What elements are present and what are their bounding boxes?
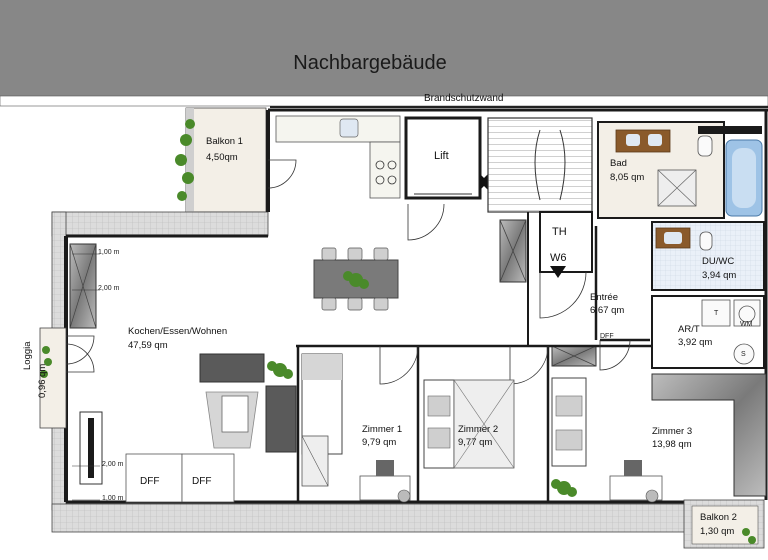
lift-label: Lift bbox=[434, 150, 449, 162]
neighbor-building bbox=[0, 0, 768, 96]
washing-machine-label: WM bbox=[740, 321, 753, 328]
art-area: 3,92 qm bbox=[678, 337, 713, 348]
bad-name: Bad bbox=[610, 158, 627, 169]
bad-area: 8,05 qm bbox=[610, 172, 645, 183]
balkon1-name: Balkon 1 bbox=[206, 136, 243, 147]
neighbor-building-label: Nachbargebäude bbox=[293, 52, 447, 74]
dimension-label: 2,00 m bbox=[102, 461, 124, 468]
loggia-area: 0,96 qm bbox=[37, 363, 48, 398]
balkon1-area: 4,50qm bbox=[206, 152, 238, 163]
zimmer2-area: 9,77 qm bbox=[458, 437, 493, 448]
dff-window-label: DFF bbox=[600, 333, 614, 340]
dimension-label: 2,00 m bbox=[98, 285, 120, 292]
art-name: AR/T bbox=[678, 324, 700, 335]
w6-label: W6 bbox=[550, 252, 567, 264]
zimmer3-name: Zimmer 3 bbox=[652, 426, 693, 437]
duwc-name: DU/WC bbox=[702, 256, 735, 267]
tumble-dryer-label: T bbox=[714, 310, 719, 317]
wohnen-area: 47,59 qm bbox=[128, 340, 168, 351]
zimmer2-name: Zimmer 2 bbox=[458, 424, 499, 435]
dff-window-label: DFF bbox=[140, 476, 160, 487]
zimmer3-area: 13,98 qm bbox=[652, 439, 692, 450]
dff-window-label: DFF bbox=[192, 476, 212, 487]
dimension-label: 1,00 m bbox=[102, 495, 124, 502]
dimension-label: 1,00 m bbox=[98, 249, 120, 256]
entree-name: Entrée bbox=[590, 292, 618, 303]
duwc-area: 3,94 qm bbox=[702, 270, 737, 281]
zimmer1-area: 9,79 qm bbox=[362, 437, 397, 448]
firewall-label: Brandschutzwand bbox=[424, 93, 504, 104]
zimmer1-name: Zimmer 1 bbox=[362, 424, 403, 435]
loggia-name: Loggia bbox=[22, 341, 33, 370]
wohnen-name: Kochen/Essen/Wohnen bbox=[128, 326, 228, 337]
entree-area: 6,67 qm bbox=[590, 305, 625, 316]
balkon2-area: 1,30 qm bbox=[700, 526, 735, 537]
th-label: TH bbox=[552, 226, 567, 238]
balkon2-name: Balkon 2 bbox=[700, 512, 737, 523]
sink-label: S bbox=[741, 351, 746, 358]
